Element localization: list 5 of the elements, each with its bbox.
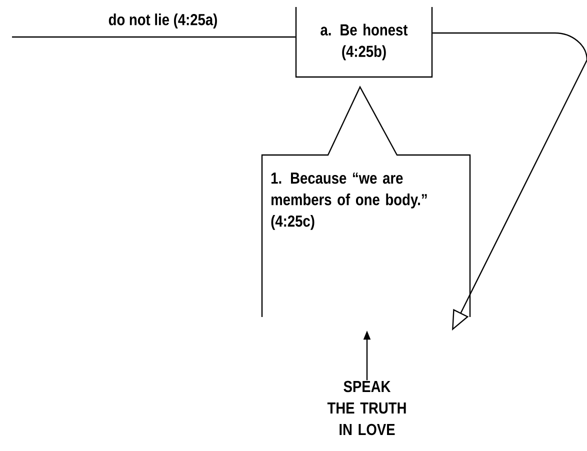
heading-text: SPEAK THE TRUTH IN LOVE xyxy=(327,380,406,436)
open-box: a. Be honest (4:25b) xyxy=(295,7,433,78)
callout-box: 1. Because “we are members of one body.” (4:25c) xyxy=(261,86,471,317)
line xyxy=(12,36,296,38)
edge-label: do not lie (4:25a) xyxy=(107,12,219,30)
